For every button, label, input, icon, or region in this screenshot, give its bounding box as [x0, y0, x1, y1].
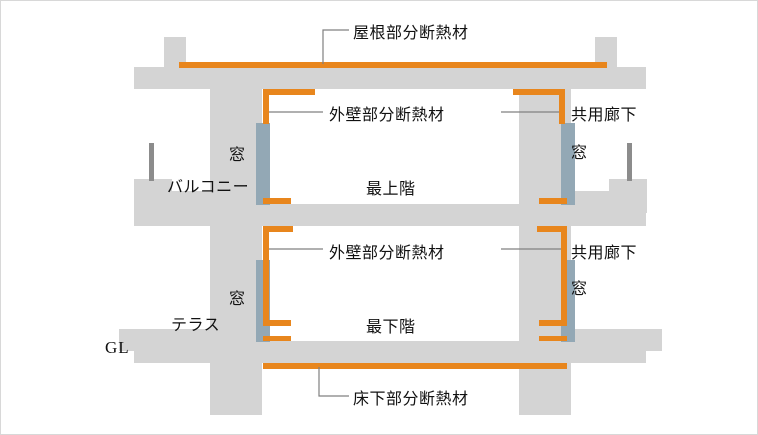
- lower-left-insulation-horizontal-top: [263, 226, 293, 232]
- ground-floor-slab: [134, 341, 646, 363]
- label-roof-insulation: 屋根部分断熱材: [353, 25, 469, 42]
- wall-column-left-lower: [210, 226, 262, 341]
- label-window-left-upper: 窓: [229, 147, 246, 164]
- label-terrace: テラス: [171, 317, 221, 334]
- label-window-right-lower: 窓: [571, 281, 588, 298]
- sill-stub-left: [263, 336, 291, 341]
- label-ground-level: GL: [105, 338, 130, 357]
- label-exterior-wall-insulation-upper: 外壁部分断熱材: [329, 107, 445, 124]
- lower-right-insulation-bottom-return: [539, 320, 567, 326]
- leader-lines-group: [269, 29, 561, 397]
- foundation-pier-left: [210, 363, 262, 415]
- leader-roof-insulation: [322, 29, 349, 64]
- window-left-upper: [256, 123, 270, 205]
- upper-left-insulation-bottom-return: [263, 198, 291, 204]
- foundation-pier-right: [519, 363, 571, 415]
- label-balcony: バルコニー: [167, 179, 250, 196]
- roof-slab: [134, 67, 646, 89]
- label-top-floor: 最上階: [366, 181, 416, 198]
- lower-right-insulation-vertical: [561, 226, 567, 326]
- leader-underfloor-insulation: [318, 367, 349, 397]
- upper-left-insulation-vertical: [263, 89, 269, 124]
- balcony-railing-icon: [149, 143, 154, 181]
- upper-right-insulation-bottom-return: [539, 198, 567, 204]
- underfloor-insulation-band: [263, 363, 567, 369]
- upper-right-insulation-vertical: [559, 89, 565, 124]
- label-window-left-lower: 窓: [229, 291, 246, 308]
- upper-right-insulation-horizontal-top: [513, 89, 565, 95]
- wall-column-left-upper: [210, 89, 262, 204]
- label-exterior-wall-insulation-lower: 外壁部分断熱材: [329, 245, 445, 262]
- parapet-right-upper: [595, 37, 617, 67]
- lower-left-insulation-bottom-return: [263, 320, 291, 326]
- railings-group: [149, 143, 632, 181]
- lower-left-insulation-vertical: [263, 226, 269, 326]
- insulation-group: [179, 62, 607, 369]
- corridor-railing-icon: [627, 143, 632, 181]
- label-corridor-lower: 共用廊下: [571, 245, 638, 262]
- lower-right-insulation-horizontal-top: [537, 226, 567, 232]
- parapet-left-upper: [164, 37, 186, 67]
- intermediate-floor-slab: [134, 204, 646, 226]
- label-window-right-upper: 窓: [571, 145, 588, 162]
- concrete-structure-group: [119, 37, 662, 415]
- label-bottom-floor: 最下階: [366, 319, 416, 336]
- label-underfloor-insulation: 床下部分断熱材: [353, 391, 469, 408]
- sill-stub-right: [539, 336, 567, 341]
- window-right-upper: [561, 123, 575, 205]
- label-corridor-upper: 共用廊下: [571, 107, 638, 124]
- upper-left-insulation-horizontal-top: [263, 89, 315, 95]
- roof-insulation-band: [179, 62, 607, 68]
